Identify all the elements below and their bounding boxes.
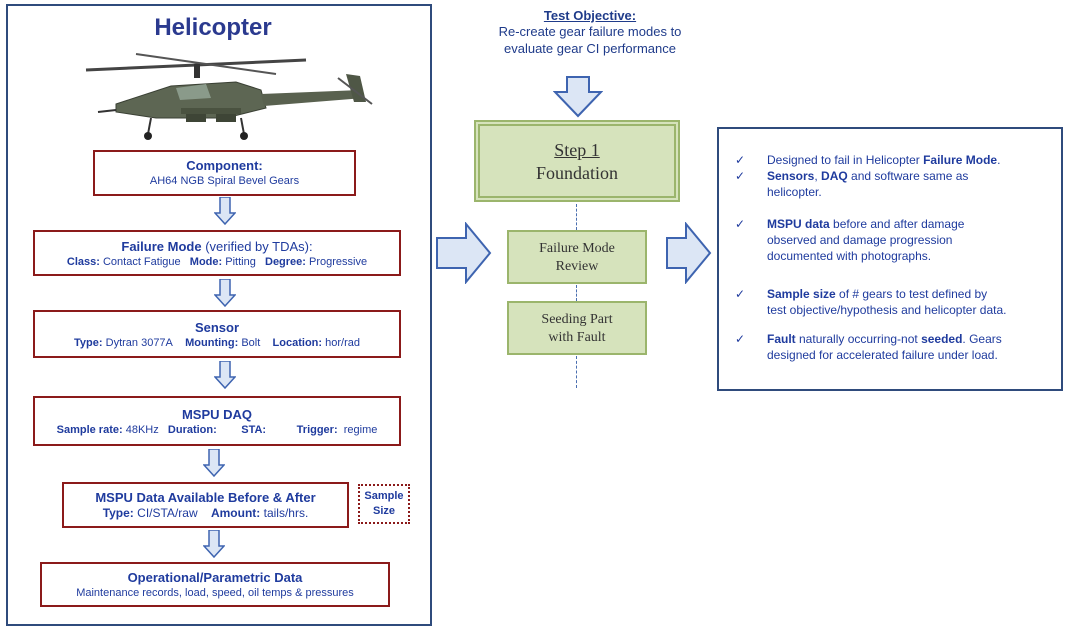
mounting-value: Bolt — [241, 337, 261, 349]
down-arrow-icon — [553, 76, 603, 118]
connector-line — [576, 356, 577, 388]
check-icon: ✓ — [735, 169, 746, 183]
mspu-data-box: MSPU Data Available Before & After Type:… — [62, 482, 349, 528]
step1-foundation-box: Step 1 Foundation — [474, 120, 680, 202]
failure-mode-heading-note: (verified by TDAs): — [201, 239, 313, 254]
mounting-label: Mounting: — [185, 337, 239, 349]
component-value: AH64 NGB Spiral Bevel Gears — [149, 175, 300, 187]
duration-label: Duration: — [167, 424, 217, 436]
outcomes-panel — [717, 127, 1063, 391]
mspu-daq-box: MSPU DAQ Sample rate: 48KHz Duration: ST… — [33, 396, 401, 446]
seed-line2: with Fault — [548, 330, 606, 345]
mspu-data-heading: MSPU Data Available Before & After — [95, 490, 316, 505]
operational-data-box: Operational/Parametric Data Maintenance … — [40, 562, 390, 607]
seeding-part-box: Seeding Part with Fault — [507, 301, 647, 355]
sensor-box: Sensor Type: Dytran 3077A Mounting: Bolt… — [33, 310, 401, 358]
failure-mode-box: Failure Mode (verified by TDAs): Class: … — [33, 230, 401, 276]
data-type-value: CI/STA/raw — [137, 506, 198, 520]
location-value: hor/rad — [325, 337, 360, 349]
location-label: Location: — [272, 337, 323, 349]
seed-line1: Seeding Part — [541, 312, 613, 327]
connector-line — [576, 285, 577, 301]
trigger-value: regime — [343, 424, 378, 436]
data-type-label: Type: — [102, 506, 134, 520]
down-arrow-icon — [214, 197, 236, 225]
sta-label: STA: — [241, 424, 267, 436]
class-value: Contact Fatigue — [102, 256, 181, 268]
test-objective-title: Test Objective: — [543, 8, 637, 23]
sample-rate-value: 48KHz — [125, 424, 159, 436]
degree-label: Degree: — [265, 256, 306, 268]
type-label: Type: — [74, 337, 103, 349]
sample-size-line1: Sample — [364, 490, 404, 502]
helicopter-image — [85, 53, 373, 140]
connector-line — [576, 204, 577, 230]
component-heading: Component: — [186, 158, 263, 173]
down-arrow-icon — [203, 530, 225, 558]
right-arrow-icon — [666, 222, 712, 284]
sample-rate-label: Sample rate: — [56, 424, 123, 436]
trigger-label: Trigger: — [296, 424, 338, 436]
amount-value: tails/hrs. — [263, 506, 309, 520]
operational-heading: Operational/Parametric Data — [127, 570, 303, 585]
failure-mode-review-box: Failure Mode Review — [507, 230, 647, 284]
step1-label: Step 1 — [554, 140, 600, 160]
sample-size-box: Sample Size — [358, 484, 410, 524]
sensor-heading: Sensor — [194, 320, 240, 335]
fmr-line2: Review — [555, 259, 599, 274]
fmr-line1: Failure Mode — [539, 241, 615, 256]
down-arrow-icon — [203, 449, 225, 477]
mode-label: Mode: — [189, 256, 223, 268]
check-icon: ✓ — [735, 217, 746, 231]
amount-label: Amount: — [210, 506, 261, 520]
degree-value: Progressive — [309, 256, 368, 268]
check-icon: ✓ — [735, 332, 746, 346]
test-objective-line1: Re-create gear failure modes to — [498, 24, 682, 39]
mode-value: Pitting — [225, 256, 256, 268]
down-arrow-icon — [214, 361, 236, 389]
check-icon: ✓ — [735, 287, 746, 301]
failure-mode-heading: Failure Mode — [121, 239, 202, 254]
component-box: Component: AH64 NGB Spiral Bevel Gears — [93, 150, 356, 196]
helicopter-title: Helicopter — [154, 14, 272, 41]
class-label: Class: — [66, 256, 100, 268]
test-objective-line2: evaluate gear CI performance — [504, 41, 676, 56]
right-arrow-icon — [436, 222, 492, 284]
type-value: Dytran 3077A — [105, 337, 173, 349]
sample-size-line2: Size — [372, 505, 395, 517]
check-icon: ✓ — [735, 153, 746, 167]
operational-value: Maintenance records, load, speed, oil te… — [76, 587, 354, 599]
mspu-daq-heading: MSPU DAQ — [181, 407, 253, 422]
foundation-label: Foundation — [535, 163, 618, 183]
down-arrow-icon — [214, 279, 236, 307]
